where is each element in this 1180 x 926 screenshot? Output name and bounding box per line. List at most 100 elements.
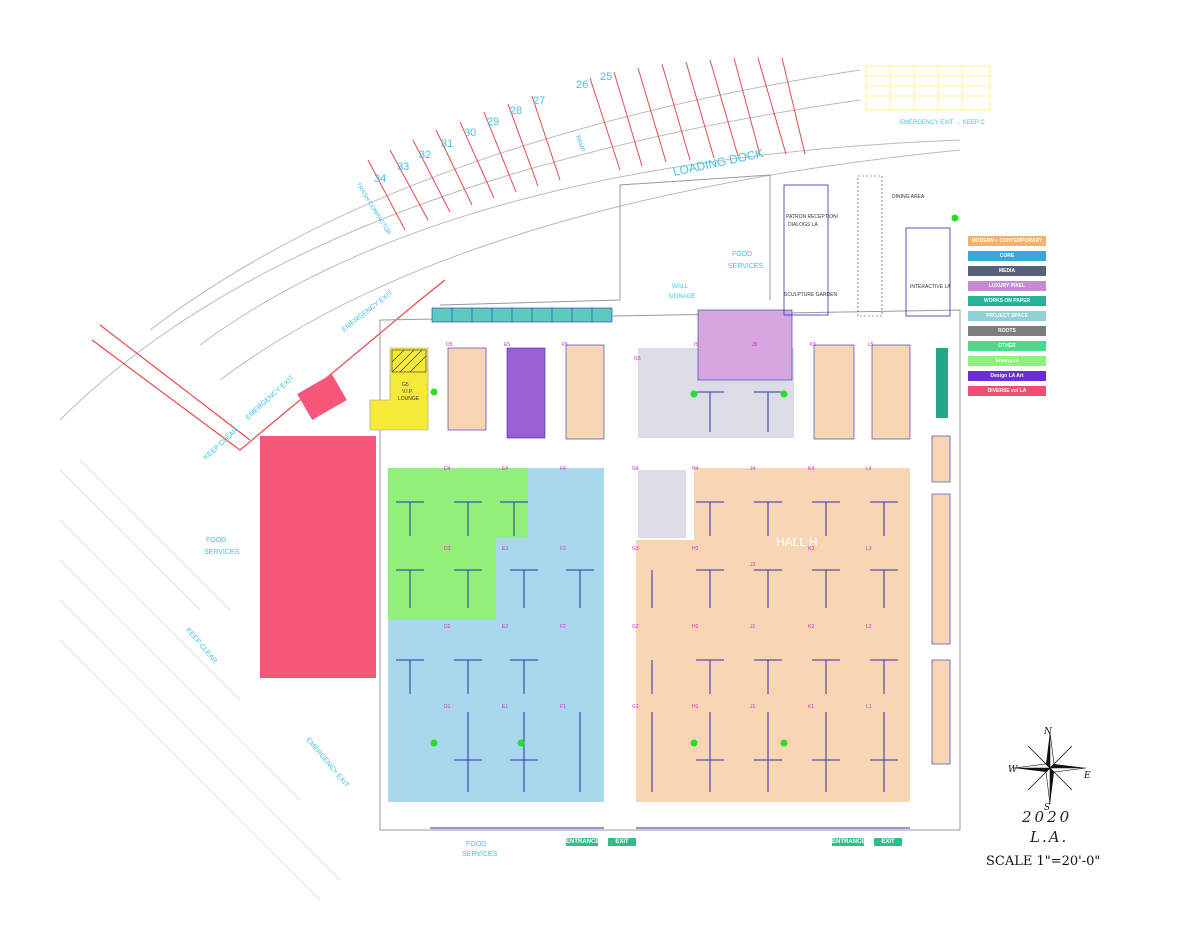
zone-legend: MODERN + CONTEMPORARY CORE MEDIA LUXURY … (968, 236, 1046, 401)
row-letter: H3 (692, 546, 699, 552)
emergent-zone (388, 468, 528, 620)
row-letter: F3 (560, 546, 566, 552)
parking-number: 27 (533, 95, 545, 107)
row-letter: D5 (446, 342, 453, 348)
emergency-exit-top-label: EMERGENCY EXIT → KEEP C (900, 120, 985, 126)
row-letter: E3 (502, 546, 508, 552)
legend-item: PROJECT SPACE (968, 311, 1046, 321)
vip-code-label: G5 (402, 382, 409, 388)
teal-booth-right (936, 348, 948, 418)
compass-w: W (1008, 765, 1018, 775)
legend-item: WORKS ON PAPER (968, 296, 1046, 306)
hall-g-zone (636, 540, 694, 802)
works-on-paper-strip (431, 307, 613, 323)
row-letter: E2 (502, 624, 508, 630)
row-letter: K3 (808, 546, 814, 552)
hall-h-label: HALL H (776, 535, 818, 549)
patron-reception-label: PATRON RECEPTION/ (786, 214, 839, 220)
legend-item: ROOTS (968, 326, 1046, 336)
stairs-pattern (59, 459, 341, 901)
loading-dock-label: LOADING DOCK (672, 146, 765, 179)
compass-rose-icon: N S W E (1008, 727, 1091, 810)
works-on-paper-dividers (451, 308, 593, 322)
patron-reception-box (783, 184, 829, 316)
row-letter: L5 (868, 342, 874, 348)
row-letter: F1 (560, 704, 566, 710)
entrance-tag-left[interactable]: ENTRANCE (566, 838, 600, 846)
parking-number: 32 (419, 149, 431, 161)
row-letter: L4 (866, 466, 872, 472)
wall-signage-label-2: SIGNAGE (668, 294, 695, 300)
legend-item: MEDIA (968, 266, 1046, 276)
row-letter: D3 (444, 546, 451, 552)
exit-tag-left[interactable]: EXIT (608, 838, 636, 846)
exit-tag-right[interactable]: EXIT (874, 838, 902, 846)
emergency-exit-label-2: EMERGENCY EXIT (245, 374, 297, 422)
interactive-la-box (905, 227, 951, 317)
vip-hatch-lines (391, 349, 427, 373)
row-letter: K1 (808, 704, 814, 710)
row-letter: L1 (866, 704, 872, 710)
wall-signage-label: WALL (672, 284, 689, 290)
booth-f5 (565, 344, 605, 440)
entrance-tag-right[interactable]: ENTRANCE (832, 838, 866, 846)
compass-s: S (1044, 803, 1050, 810)
interactive-la-label: INTERACTIVE LA (910, 284, 951, 290)
booth-l5 (871, 344, 911, 440)
dining-area-label: DINING AREA (892, 194, 925, 200)
food-services-bottom-label-2: SERVICES (462, 851, 498, 858)
parking-lines (367, 57, 806, 231)
row-letter: D4 (444, 466, 451, 472)
row-letter: G4 (632, 466, 639, 472)
booth-i5-lilac (697, 309, 793, 381)
row-letter: J2 (750, 624, 756, 630)
row-letter: E5 (504, 342, 510, 348)
row-letter: G1 (632, 704, 639, 710)
grey-booth-g4 (638, 470, 686, 538)
emergency-exit-wall (91, 279, 446, 451)
year-label: 2020 (1022, 808, 1073, 826)
row-letter: K4 (808, 466, 814, 472)
parking-number: 28 (510, 105, 522, 117)
food-services-left-label: FOOD (206, 537, 226, 544)
row-letter: F2 (560, 624, 566, 630)
row-letter: I5 (694, 342, 698, 348)
food-services-bottom-label: FOOD (466, 841, 486, 848)
parking-number: 34 (374, 173, 386, 185)
compass-e: E (1083, 771, 1091, 781)
row-letter: J3 (750, 562, 756, 568)
row-letter: J1 (750, 704, 756, 710)
parking-number: 26 (576, 79, 588, 91)
row-letter: G5 (634, 356, 641, 362)
row-letter: E1 (502, 704, 508, 710)
parking-number: 33 (397, 161, 409, 173)
booth-e5 (506, 347, 546, 439)
legend-item: Emergent (968, 356, 1046, 366)
row-letter: K5 (810, 342, 816, 348)
legend-item: OTHER (968, 341, 1046, 351)
right-column-booths (931, 435, 951, 765)
row-letter-labels: D5 E5 F5 G5 I5 J5 K5 L5 D4 E4 F4 G4 H4 J… (444, 342, 874, 710)
row-letter: H2 (692, 624, 699, 630)
row-letter: G2 (632, 624, 639, 630)
legend-item: Design LA Art (968, 371, 1046, 381)
legend-item: CORE (968, 251, 1046, 261)
row-letter: L2 (866, 624, 872, 630)
compass-n: N (1043, 727, 1053, 737)
parking-number: 31 (441, 138, 453, 150)
booth-k5 (813, 344, 855, 440)
row-letter: F4 (560, 466, 566, 472)
booth-d5 (447, 347, 487, 431)
keep-clear-bottom-label: KEEP CLEAR (184, 627, 218, 665)
legend-item: LUXURY PIXEL (968, 281, 1046, 291)
info-points (430, 214, 959, 747)
city-label: L.A. (1030, 828, 1069, 846)
food-services-top-label-2: SERVICES (728, 263, 764, 270)
row-letter: L3 (866, 546, 872, 552)
legend-item: DIVERSE vol LA (968, 386, 1046, 396)
row-letter: H4 (692, 466, 699, 472)
row-letter: J5 (752, 342, 758, 348)
diverse-la-zone (260, 436, 376, 678)
core-zone (388, 468, 604, 802)
